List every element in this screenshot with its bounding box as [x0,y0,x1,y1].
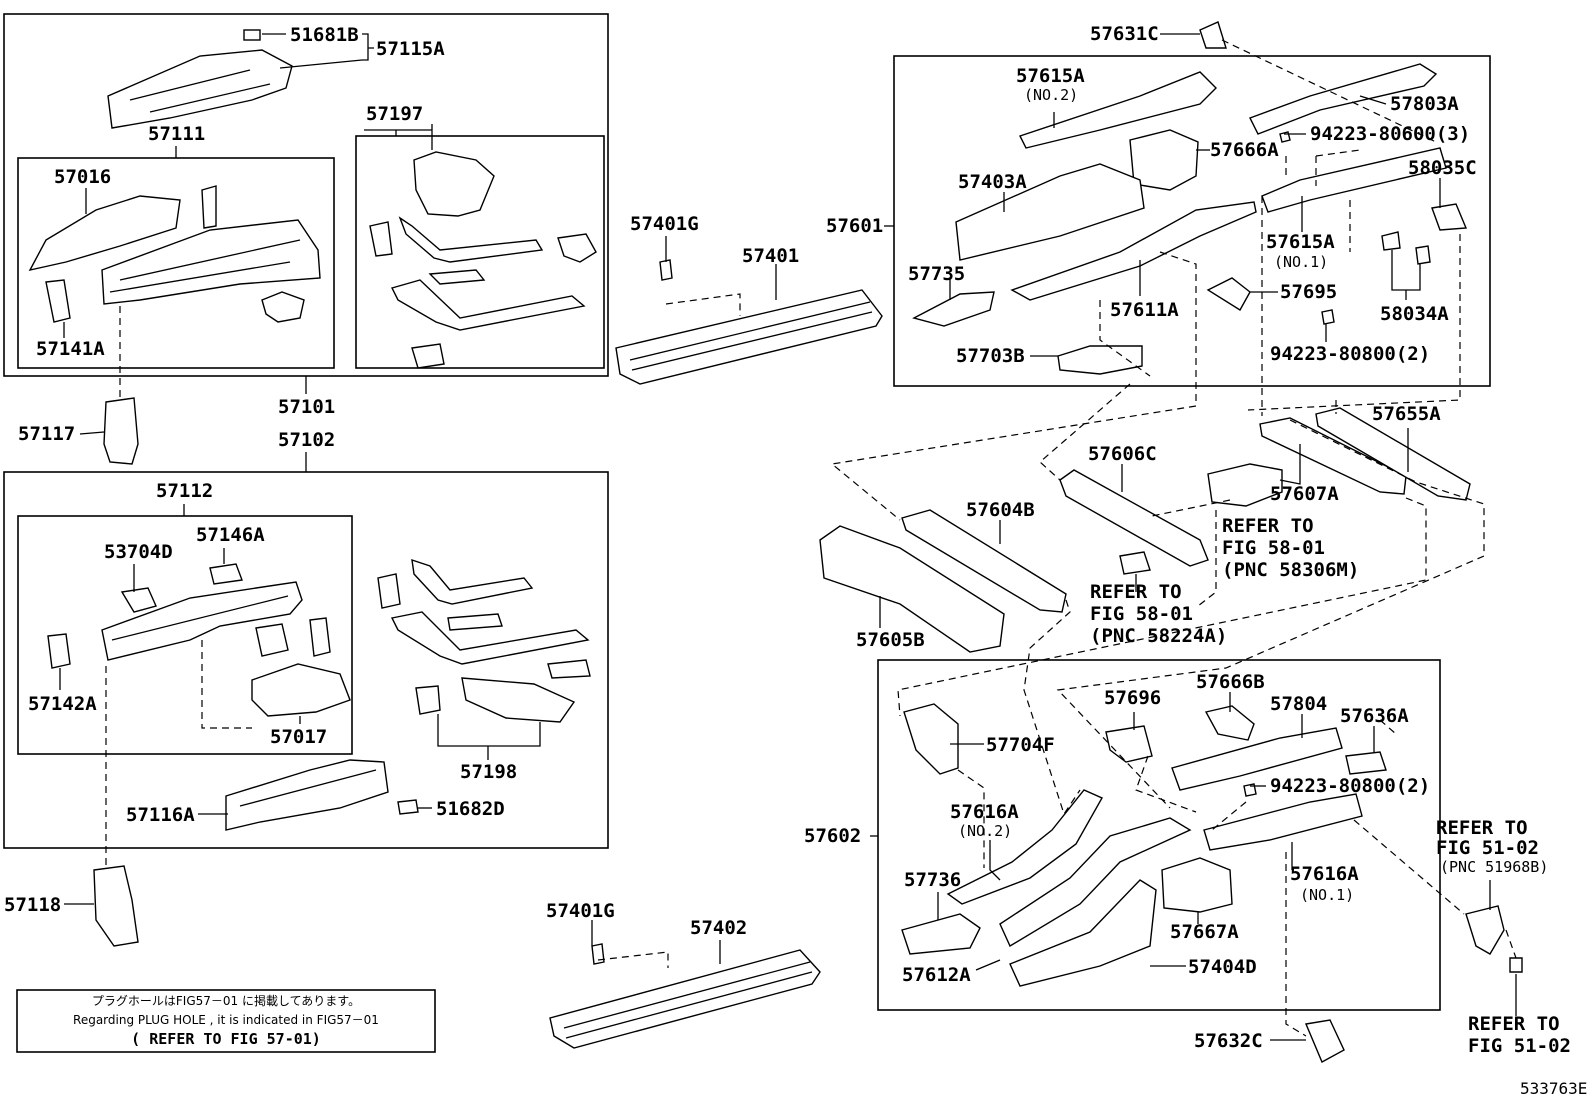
label-57146A: 57146A [196,524,265,546]
label-57117: 57117 [18,423,75,445]
label-57401G-lower: 57401G [546,900,615,922]
dashed-lines [105,39,1517,1037]
label-57115A: 57115A [376,38,445,60]
label-57636A: 57636A [1340,705,1409,727]
label-57612A: 57612A [902,964,971,986]
label-94223-80800-upper: 94223-80800(2) [1270,343,1430,365]
label-57615A-no2: 57615A [1016,65,1085,87]
note-box [16,989,436,1053]
note-line-refer: ( REFER TO FIG 57-01) [131,1030,321,1048]
label-57111: 57111 [148,123,205,145]
label-57703B: 57703B [956,345,1025,367]
refer-58306-line1: REFER TO [1222,515,1314,537]
label-57616A-no2-sub: (NO.2) [958,822,1012,840]
label-57615A-no2-sub: (NO.2) [1024,86,1078,104]
group-box-57601 [893,55,1491,387]
label-57403A: 57403A [958,171,1027,193]
refer-58224-line2: FIG 58-01 [1090,603,1193,625]
label-57667A: 57667A [1170,921,1239,943]
label-57404D: 57404D [1188,956,1257,978]
label-57112: 57112 [156,480,213,502]
label-53704D: 53704D [104,541,173,563]
group-box-57602 [877,659,1441,1011]
label-57602: 57602 [804,825,861,847]
label-57616A-no1-sub: (NO.1) [1300,886,1354,904]
label-57401G-upper: 57401G [630,213,699,235]
label-57116A: 57116A [126,804,195,826]
group-box-57101 [3,13,609,377]
label-57017: 57017 [270,726,327,748]
label-57197: 57197 [366,103,423,125]
label-57102: 57102 [278,429,335,451]
label-57804: 57804 [1270,693,1327,715]
label-57141A: 57141A [36,338,105,360]
label-58034A: 58034A [1380,303,1449,325]
label-57607A: 57607A [1270,483,1339,505]
note-line-english: Regarding PLUG HOLE , it is indicated in… [73,1013,379,1027]
sub-box-57197 [355,135,605,369]
sheet-id: 533763E [1520,1079,1587,1098]
label-51682D: 51682D [436,798,505,820]
label-57611A: 57611A [1110,299,1179,321]
refer-51968-line1: REFER TO [1436,817,1528,839]
label-57615A-no1-sub: (NO.1) [1274,253,1328,271]
label-57803A: 57803A [1390,93,1459,115]
label-57616A-no1: 57616A [1290,863,1359,885]
label-57631C: 57631C [1090,23,1159,45]
sub-box-57112 [17,515,353,755]
label-57655A: 57655A [1372,403,1441,425]
label-94223-80600: 94223-80600(3) [1310,123,1470,145]
refer-5102-line2: FIG 51-02 [1468,1035,1571,1057]
label-58035C: 58035C [1408,157,1477,179]
label-57601: 57601 [826,215,883,237]
label-57605B: 57605B [856,629,925,651]
label-57695: 57695 [1280,281,1337,303]
label-57016: 57016 [54,166,111,188]
label-57606C: 57606C [1088,443,1157,465]
label-57198: 57198 [460,761,517,783]
label-57401: 57401 [742,245,799,267]
label-57736: 57736 [904,869,961,891]
label-51681B: 51681B [290,24,359,46]
label-57735: 57735 [908,263,965,285]
label-57696: 57696 [1104,687,1161,709]
label-57632C: 57632C [1194,1030,1263,1052]
label-57704F: 57704F [986,734,1055,756]
label-57615A-no1: 57615A [1266,231,1335,253]
refer-51968-line2: FIG 51-02 [1436,837,1539,859]
refer-58224-line3: (PNC 58224A) [1090,625,1227,647]
refer-5102-line1: REFER TO [1468,1013,1560,1035]
label-57666B: 57666B [1196,671,1265,693]
part-shapes [28,21,1523,1063]
refer-58306-line2: FIG 58-01 [1222,537,1325,559]
note-line-japanese: プラグホールはFIG57－01 に掲載してあります。 [92,993,360,1008]
refer-51968-line3: (PNC 51968B) [1440,858,1548,876]
label-57402: 57402 [690,917,747,939]
label-57118: 57118 [4,894,61,916]
refer-58306-line3: (PNC 58306M) [1222,559,1359,581]
label-57616A-no2: 57616A [950,801,1019,823]
label-57142A: 57142A [28,693,97,715]
label-57666A: 57666A [1210,139,1279,161]
label-57604B: 57604B [966,499,1035,521]
label-94223-80800-lower: 94223-80800(2) [1270,775,1430,797]
refer-58224-line1: REFER TO [1090,581,1182,603]
leader-lines [59,33,1517,1041]
label-57101: 57101 [278,396,335,418]
